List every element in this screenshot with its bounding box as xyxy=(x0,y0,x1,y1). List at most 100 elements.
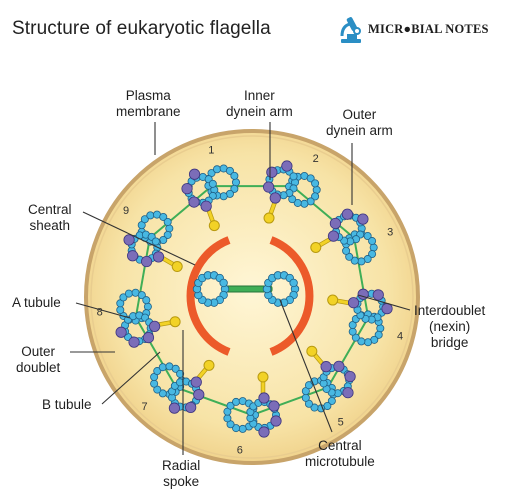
label-central-sheath: Central sheath xyxy=(28,202,72,233)
tubulin-subunit xyxy=(150,379,159,388)
radial-spoke-head xyxy=(203,359,215,371)
outer-doublets xyxy=(115,160,393,438)
outer-dynein-arm xyxy=(341,208,353,220)
nexin-bridge xyxy=(251,386,329,416)
tubulin-subunit xyxy=(151,237,160,246)
tubulin-subunit xyxy=(369,243,378,252)
tubulin-subunit xyxy=(219,192,228,201)
central-microtubule-right xyxy=(262,271,300,307)
tubulin-subunit xyxy=(223,414,232,423)
nexin-bridge xyxy=(326,316,370,388)
tubulin-subunit xyxy=(213,165,222,174)
outer-doublet xyxy=(150,362,205,414)
tubulin-subunit xyxy=(376,324,385,333)
outer-dynein-arm xyxy=(372,289,384,301)
inner-dynein-arm xyxy=(347,297,360,309)
outer-dynein-arm xyxy=(344,370,356,383)
tubulin-subunit xyxy=(363,232,372,241)
radial-spoke-head xyxy=(171,261,183,273)
label-outer-dynein-arm: Outer dynein arm xyxy=(326,107,393,138)
tubulin-subunit xyxy=(342,246,351,255)
doublet-number: 9 xyxy=(123,205,129,217)
outer-dynein-arm xyxy=(168,402,181,414)
tubulin-subunit xyxy=(119,293,128,302)
radial-spoke-head xyxy=(306,345,318,357)
outer-dynein-arm xyxy=(185,401,197,414)
central-sheath-left xyxy=(186,236,231,356)
outer-dynein-arm xyxy=(270,415,282,427)
inner-dynein-arm xyxy=(200,200,212,212)
outer-dynein-arm xyxy=(188,168,201,180)
doublet-number: 4 xyxy=(397,331,403,343)
tubulin-subunit xyxy=(163,217,172,226)
tubulin-subunit xyxy=(289,278,298,288)
inner-dynein-arm xyxy=(142,331,155,344)
logo: MICR●BIAL NOTES xyxy=(338,14,489,44)
nexin-bridge xyxy=(149,185,213,239)
nexin-bridge xyxy=(134,237,151,318)
label-a-tubule: A tubule xyxy=(12,295,61,310)
outer-doublet xyxy=(327,208,378,266)
outer-doublet xyxy=(347,288,393,347)
tubulin-subunit xyxy=(208,179,217,188)
plasma-membrane xyxy=(84,129,420,465)
leader-a-tubule xyxy=(75,302,131,319)
outer-dynein-arm xyxy=(281,160,293,172)
doublet-number: 5 xyxy=(338,417,344,429)
doublet-number: 1 xyxy=(208,145,214,157)
tubulin-subunit xyxy=(374,330,383,339)
radial-spoke-head xyxy=(169,316,181,328)
tubulin-subunit xyxy=(238,424,247,433)
tubulin-subunit xyxy=(311,179,320,188)
leader-central-sheath xyxy=(82,211,196,266)
outer-dynein-arm xyxy=(258,426,270,438)
inner-dynein-arm xyxy=(327,230,340,242)
tubulin-subunit xyxy=(306,174,315,183)
tubulin-subunit xyxy=(310,403,319,412)
page-title: Structure of eukaryotic flagella xyxy=(12,18,271,39)
inner-dynein-arm xyxy=(149,320,161,332)
tubulin-subunit xyxy=(171,364,180,373)
tubulin-subunit xyxy=(230,184,239,193)
tubulin-subunit xyxy=(140,215,149,224)
inner-dynein-arm xyxy=(258,392,270,404)
outer-dynein-arm xyxy=(181,183,193,195)
tubulin-subunit xyxy=(368,250,377,259)
outer-dynein-arm xyxy=(266,166,278,178)
inner-dynein-arm xyxy=(193,389,205,401)
outer-dynein-arm xyxy=(127,250,139,262)
tubulin-subunit xyxy=(289,172,298,181)
tubulin-subunit xyxy=(159,212,168,221)
central-microtubule xyxy=(262,271,300,307)
inner-dynein-arm xyxy=(190,376,202,388)
outer-dynein-arm xyxy=(357,213,369,225)
outer-dynein-arm xyxy=(115,326,127,338)
inner-dynein-arm xyxy=(329,217,341,230)
tubulin-subunit xyxy=(225,166,234,175)
tubulin-subunit xyxy=(304,381,313,390)
tubulin-subunit xyxy=(116,306,125,315)
nexin-bridge xyxy=(291,185,355,239)
tubulin-subunit xyxy=(350,256,359,265)
outer-doublet xyxy=(115,288,161,348)
tubulin-subunit xyxy=(137,291,146,300)
tubulin-subunit xyxy=(231,178,240,187)
tubulin-subunit xyxy=(293,198,302,207)
tubulin-subunit xyxy=(142,296,151,305)
doublet-number: 7 xyxy=(142,401,148,413)
nexin-bridge xyxy=(134,316,178,388)
tubulin-subunit xyxy=(357,337,366,346)
plasma-membrane-inner-line xyxy=(90,135,414,459)
outer-dynein-arm xyxy=(123,234,135,246)
inner-dynein-arm xyxy=(333,360,345,372)
central-sheath-right xyxy=(269,236,314,356)
label-central-microtubule: Central microtubule xyxy=(305,438,375,469)
outer-dynein-arm xyxy=(342,387,354,399)
doublet-number: 3 xyxy=(387,226,393,238)
tubulin-subunit xyxy=(230,171,239,180)
inner-dynein-arm xyxy=(269,192,281,204)
central-microtubule-left xyxy=(192,271,230,307)
tubulin-subunit xyxy=(368,237,377,246)
leader-b-tubule xyxy=(101,351,161,405)
